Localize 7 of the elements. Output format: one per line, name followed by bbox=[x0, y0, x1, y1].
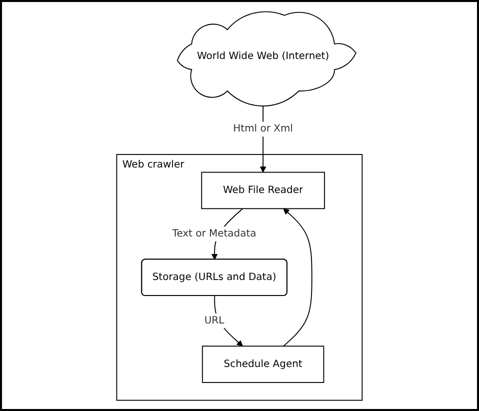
edge-label: Html or Xml bbox=[233, 122, 294, 134]
arrow bbox=[283, 208, 312, 346]
edge-label: Text or Metadata bbox=[172, 227, 256, 239]
edge-label: URL bbox=[204, 314, 224, 326]
arrow bbox=[214, 294, 244, 346]
node-box: Schedule Agent bbox=[202, 345, 324, 382]
node-box: Web File Reader bbox=[201, 171, 326, 209]
